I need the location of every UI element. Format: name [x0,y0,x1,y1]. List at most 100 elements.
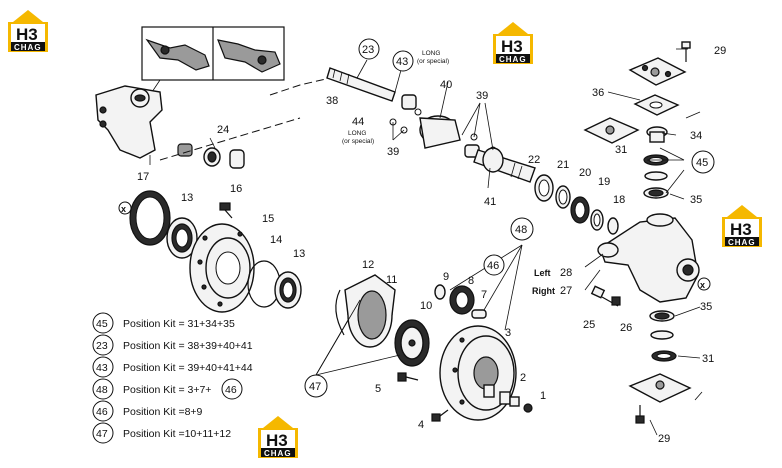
washer-9 [434,284,446,300]
legend-row: 47 Position Kit =10+11+12 [92,422,231,444]
svg-text:44: 44 [352,116,364,128]
svg-text:46: 46 [96,406,108,418]
svg-text:40: 40 [440,79,452,91]
svg-text:28: 28 [560,267,572,279]
svg-text:43: 43 [96,362,108,374]
svg-text:23: 23 [362,44,374,56]
svg-text:Position Kit = 3+7+: Position Kit = 3+7+ [123,384,211,396]
svg-text:43: 43 [396,56,408,68]
legend-row: 43 Position Kit = 39+40+41+44 [92,356,253,378]
svg-text:22: 22 [528,154,540,166]
svg-text:CHAG: CHAG [728,238,756,247]
svg-text:34: 34 [690,130,702,142]
svg-text:CHAG: CHAG [499,55,527,64]
svg-text:CHAG: CHAG [264,449,292,458]
svg-text:Position Kit = 39+40+41+44: Position Kit = 39+40+41+44 [123,362,253,374]
planet-gear-8 [449,285,475,315]
seal-17 [129,190,171,246]
needle-bearing-24 [177,137,245,169]
seal-31-bottom [651,350,677,362]
svg-text:10: 10 [420,300,432,312]
svg-text:39: 39 [476,90,488,102]
svg-text:H3: H3 [16,25,38,44]
svg-text:39: 39 [387,146,399,158]
svg-text:19: 19 [598,176,610,188]
bolt-5 [397,372,419,382]
svg-text:CHAG: CHAG [14,43,42,52]
svg-text:38: 38 [326,95,338,107]
ring-top [644,171,668,181]
svg-text:8: 8 [468,275,474,287]
svg-text:29: 29 [714,45,726,57]
svg-text:46: 46 [225,384,237,396]
svg-text:35: 35 [700,301,712,313]
nut-26 [611,296,621,306]
svg-text:23: 23 [96,340,108,352]
shim-36 [633,94,680,116]
circled-label-43: 43 [392,50,414,72]
steering-knuckle [95,85,163,165]
svg-text:x: x [700,280,705,290]
legend-row: 23 Position Kit = 38+39+40+41 [92,334,253,356]
svg-text:3: 3 [505,327,511,339]
svg-text:13: 13 [181,192,193,204]
legend-row: 48 Position Kit = 3+7+ 46 [92,378,243,400]
svg-text:4: 4 [418,419,424,431]
ring-bottom [650,330,674,340]
svg-text:5: 5 [375,383,381,395]
left-side-label: Left [534,268,551,278]
stub-shaft-41 [473,147,536,183]
svg-text:20: 20 [579,167,591,179]
svg-text:25: 25 [583,319,595,331]
bolt-16 [219,202,233,219]
watermark-logo: H3 CHAG [8,10,48,52]
bearing-13-right [274,271,302,309]
svg-text:2: 2 [520,372,526,384]
circled-label-47: 47 [304,374,328,398]
svg-text:31: 31 [702,353,714,365]
hub-15 [189,223,255,313]
svg-text:31: 31 [615,144,627,156]
watermark-logo: H3 CHAG [722,205,762,247]
position-kit-legend: 45 Position Kit = 31+34+35 23 Position K… [92,312,253,444]
planet-carrier-3 [439,325,517,421]
svg-text:Position Kit =10+11+12: Position Kit =10+11+12 [123,428,231,440]
legend-row: 45 Position Kit = 31+34+35 [92,312,235,334]
plug-2 [509,396,520,407]
svg-text:9: 9 [443,271,449,283]
svg-text:7: 7 [481,289,487,301]
pin-7 [471,309,487,319]
svg-text:45: 45 [696,157,708,169]
king-pin-34 [646,126,668,143]
part-labels: 17 13 16 15 14 13 12 11 24 38 44 39 40 3… [137,45,726,445]
svg-text:48: 48 [96,384,108,396]
svg-text:Position Kit = 38+39+40+41: Position Kit = 38+39+40+41 [123,340,253,352]
svg-text:47: 47 [96,428,108,440]
svg-text:H3: H3 [266,431,288,450]
svg-text:41: 41 [484,196,496,208]
axle-shaft-38 [326,67,396,102]
king-pin-plate [583,117,640,144]
bolt-25 [590,285,619,307]
bearing-35-bottom [649,310,675,322]
svg-text:(or special): (or special) [342,138,374,145]
svg-text:29: 29 [658,433,670,445]
svg-text:26: 26 [620,322,632,334]
svg-text:H3: H3 [501,37,523,56]
ring-21 [555,185,571,209]
circled-label-45: 45 [691,150,715,174]
svg-text:48: 48 [515,224,527,236]
bolt-29-top [681,41,691,62]
universal-joint-40 [389,94,497,158]
ring-18 [607,217,619,235]
legend-row: 46 Position Kit =8+9 [92,400,203,422]
svg-text:LONG: LONG [348,130,366,137]
seal-20 [570,196,590,224]
bearing-35-top [643,187,669,199]
watermark-logo: H3 CHAG [493,22,533,64]
svg-text:x: x [121,204,126,214]
seal-22 [534,174,554,202]
svg-text:Position Kit =8+9: Position Kit =8+9 [123,406,203,418]
svg-text:12: 12 [362,259,374,271]
circled-label-48: 48 [510,217,534,241]
